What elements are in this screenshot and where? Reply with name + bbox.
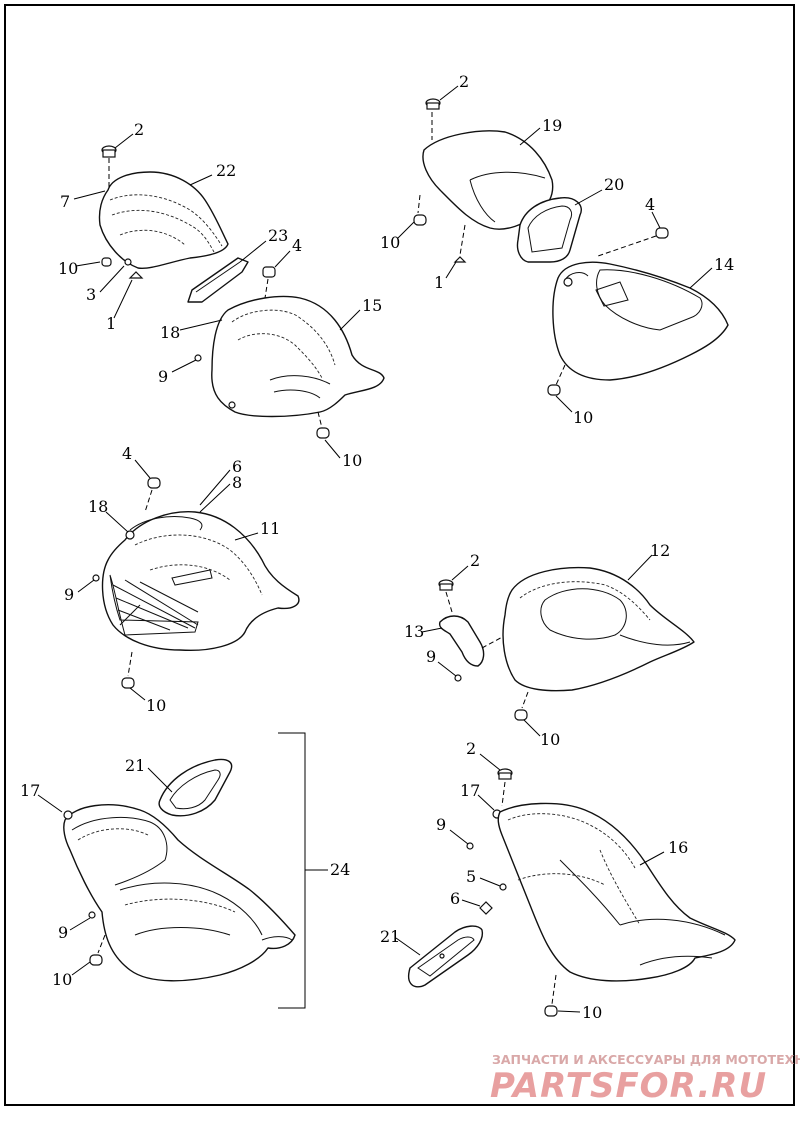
callout-21: 21 [125, 756, 145, 775]
callout-10: 10 [573, 408, 593, 427]
callout-10: 10 [146, 696, 166, 715]
group-seat-11 [92, 477, 300, 689]
nut-4 [655, 227, 669, 239]
callout-7: 7 [60, 192, 70, 211]
callout-3: 3 [86, 285, 96, 304]
washer-3 [124, 258, 132, 266]
callout-6: 6 [450, 889, 460, 908]
callout-17: 17 [460, 781, 480, 800]
callout-21: 21 [380, 927, 400, 946]
backrest-pad-21 [158, 758, 233, 817]
group-solo-seat-22 [98, 145, 276, 303]
grommet-10 [101, 257, 112, 267]
callout-22: 22 [216, 161, 236, 180]
callout-2: 2 [466, 739, 476, 758]
nut-1 [128, 271, 144, 279]
grommet-10 [544, 1005, 558, 1017]
grommet-10 [413, 214, 427, 226]
seat-24 [63, 804, 296, 982]
watermark-tagline: ЗАПЧАСТИ И АКСЕССУАРЫ ДЛЯ МОТОТЕХНИКИ [492, 1052, 800, 1067]
callout-8: 8 [232, 473, 242, 492]
watermark-brand: PARTSFOR.RU [490, 1066, 767, 1106]
callout-9: 9 [426, 647, 436, 666]
callout-14: 14 [714, 255, 734, 274]
callout-9: 9 [436, 815, 446, 834]
screw-9 [454, 674, 462, 682]
callout-10: 10 [58, 259, 78, 278]
callout-13: 13 [404, 622, 424, 641]
callout-12: 12 [650, 541, 670, 560]
bracket-13 [438, 615, 485, 667]
strap-20 [516, 197, 582, 263]
callout-10: 10 [582, 1003, 602, 1022]
grommet-10 [121, 677, 135, 689]
group-strap-20 [516, 197, 669, 263]
group-seat-15 [194, 295, 385, 439]
seat-16 [497, 802, 736, 982]
seat-14 [552, 261, 729, 381]
callout-20: 20 [604, 175, 624, 194]
leader-lines [37, 85, 713, 1013]
backrest-pad-21 [408, 925, 484, 988]
washer-6 [479, 901, 493, 915]
nut-4 [262, 266, 276, 278]
screw-9 [194, 354, 202, 362]
screw-17 [63, 810, 73, 820]
seat-12 [502, 566, 695, 692]
callout-2: 2 [134, 120, 144, 139]
callout-2: 2 [459, 72, 469, 91]
screw-5 [499, 883, 507, 891]
callout-11: 11 [260, 519, 280, 538]
callout-18: 18 [160, 323, 180, 342]
callout-15: 15 [362, 296, 382, 315]
seat-11 [101, 511, 300, 652]
callout-17: 17 [20, 781, 40, 800]
nut-4 [147, 477, 161, 489]
callout-19: 19 [542, 116, 562, 135]
mesh-panel [109, 574, 199, 636]
bracket-24 [278, 732, 306, 1009]
callout-2: 2 [470, 551, 480, 570]
group-seat-16 [408, 768, 736, 1017]
watermark: ЗАПЧАСТИ И АКСЕССУАРЫ ДЛЯ МОТОТЕХНИКИ PA… [490, 1052, 800, 1106]
group-seat-24 [63, 732, 328, 1009]
callout-23: 23 [268, 226, 288, 245]
callout-9: 9 [58, 923, 68, 942]
callout-6: 6 [232, 457, 242, 476]
seat-22 [98, 171, 229, 270]
grommet-10 [514, 709, 528, 721]
callout-labels: 2 22 7 10 3 1 23 4 18 15 9 10 2 19 20 4 … [20, 72, 734, 1022]
screw-9 [92, 574, 100, 582]
callout-1: 1 [106, 314, 116, 333]
callout-10: 10 [540, 730, 560, 749]
callout-9: 9 [64, 585, 74, 604]
callout-4: 4 [122, 444, 132, 463]
grommet-10 [547, 384, 561, 396]
callout-24: 24 [330, 860, 350, 879]
callout-10: 10 [380, 233, 400, 252]
group-seat-14 [547, 261, 729, 396]
screw-9 [466, 842, 474, 850]
diagram-frame [4, 4, 795, 1106]
callout-9: 9 [158, 367, 168, 386]
callout-5: 5 [466, 867, 476, 886]
callout-10: 10 [342, 451, 362, 470]
callout-18: 18 [88, 497, 108, 516]
group-seat-19 [413, 98, 554, 263]
callout-16: 16 [668, 838, 688, 857]
group-seat-12 [438, 566, 695, 721]
grommet-10 [89, 954, 103, 966]
grommet-10 [316, 427, 330, 439]
callout-4: 4 [645, 195, 655, 214]
seat-15 [211, 295, 385, 418]
callout-10: 10 [52, 970, 72, 989]
bracket-23 [187, 257, 249, 303]
callout-4: 4 [292, 236, 302, 255]
callout-1: 1 [434, 273, 444, 292]
screw-9 [88, 911, 96, 919]
nut-1 [453, 256, 467, 263]
